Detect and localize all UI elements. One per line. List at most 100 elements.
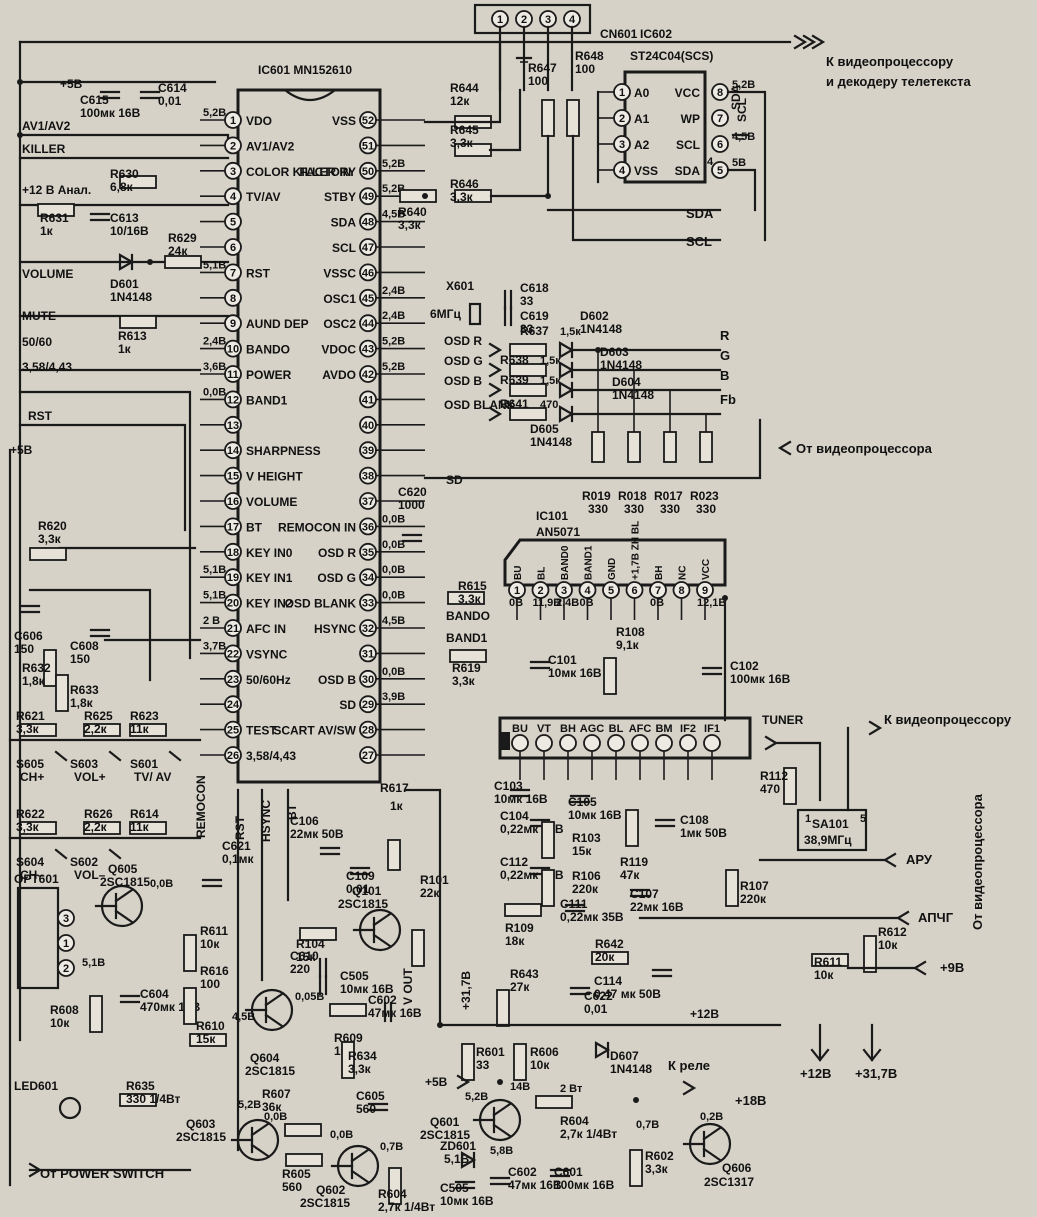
zd601-symbol — [460, 1151, 477, 1169]
killer-label: KILLER — [22, 142, 66, 156]
r102-ref: R617 — [380, 781, 409, 795]
opt601-pin — [57, 934, 75, 952]
apchg-arrow-icon — [895, 910, 910, 926]
q606-symbol — [702, 1147, 722, 1162]
band1-bus-label: BAND1 — [446, 631, 488, 645]
resistor-ref: R622 — [16, 807, 45, 821]
osd-diode-symbol — [558, 361, 575, 379]
ic601-pin-voltage: 5,1В — [203, 564, 226, 576]
resistor-ref: R109 — [505, 921, 534, 935]
ic602-right-pin — [711, 135, 729, 153]
ic602-pin-number: 2 — [619, 113, 625, 125]
capacitor-ref: C606 — [14, 629, 43, 643]
q606-base-voltage: 0,7В — [636, 1119, 659, 1131]
q101-symbol — [372, 933, 392, 948]
ic601-pin-number: 34 — [362, 572, 375, 584]
osd-arrow-icon — [488, 406, 503, 422]
rgb-output-label: G — [720, 348, 730, 363]
relay-label: К реле — [668, 1058, 710, 1073]
capacitor-value: 22мк 16В — [630, 900, 684, 914]
ic601-pin-number: 7 — [230, 267, 236, 279]
resistor-value: 36к — [262, 1100, 282, 1114]
ic602-pin-label: VCC — [675, 86, 701, 100]
cn601-body — [473, 3, 592, 35]
led601-ref: LED601 — [14, 1079, 58, 1093]
ic601-pin-label: VSS — [332, 114, 356, 128]
q101-symbol — [372, 912, 392, 927]
aru-label: АРУ — [906, 852, 933, 867]
ic101-pin-label: BU — [513, 566, 524, 580]
resistor-ref: R647 — [528, 61, 557, 75]
ic601-pin-label: KEY IN1 — [246, 571, 293, 585]
resistor-ref: R630 — [110, 167, 139, 181]
plus5-left-label: +5В — [10, 443, 33, 457]
ic601-pin-label: STBY — [324, 190, 356, 204]
resistor-ref: R642 — [595, 937, 624, 951]
resistor-value: 10к — [814, 968, 834, 982]
tuner-pin-label: AGC — [580, 723, 605, 735]
resistor-R609 — [329, 1003, 367, 1017]
rgb-load-resistor — [663, 431, 677, 463]
rgb-load-resistor — [627, 431, 641, 463]
ic601-pin-number: 48 — [362, 217, 374, 229]
ic101-pin-voltage: 0В — [580, 597, 594, 609]
resistor-value: 220к — [572, 882, 599, 896]
ic601-pin-number: 47 — [362, 242, 374, 254]
resistor-ref: R614 — [130, 807, 159, 821]
capacitor-ref: C108 — [680, 813, 709, 827]
resistor-ref: R633 — [70, 683, 99, 697]
plus31-fork-icon — [862, 1048, 882, 1062]
plus5-power-label: +5В — [425, 1075, 448, 1089]
q601-ref: Q601 — [430, 1115, 460, 1129]
osd-resistor — [509, 407, 547, 421]
resistor-ref: R119 — [620, 855, 648, 869]
junction-dot — [437, 1022, 443, 1028]
ic602-scl-wire — [726, 90, 767, 242]
ic101-pin-voltage: 0В — [509, 597, 523, 609]
resistor-R107 — [725, 869, 739, 907]
ic602-pin-voltage: 4,5В — [732, 131, 755, 143]
d604-ref: D604 — [612, 375, 641, 389]
tuner-pin-label: VT — [537, 723, 551, 735]
ic601-pin-number: 18 — [227, 547, 239, 559]
ic601-pin-number: 11 — [227, 369, 239, 381]
q101-value: 2SC1815 — [338, 897, 388, 911]
ic601-pin-label: BAND1 — [246, 393, 288, 407]
ic601-pin-number: 31 — [362, 648, 374, 660]
q602-symbol — [350, 1169, 370, 1184]
sa101-pin5: 5 — [860, 813, 866, 825]
ic601-pin-number: 32 — [362, 623, 374, 635]
tuner-pin-label: BL — [609, 723, 624, 735]
from-vp-vertical-label: От видеопроцессора — [970, 793, 985, 930]
ic101-pin-number: 8 — [678, 585, 684, 597]
osd-arrow-icon — [488, 342, 503, 358]
q605-emitter-voltage: 5,1В — [82, 957, 105, 969]
opt601-pin-number: 2 — [63, 963, 69, 975]
resistor-ref: R611 — [814, 955, 842, 969]
resistor-ref: R601 — [476, 1045, 505, 1059]
ic601-pin-number: 17 — [227, 521, 239, 533]
resistor-ref: R634 — [348, 1049, 377, 1063]
resistor-R614 — [129, 821, 167, 835]
d603-value: 1N4148 — [600, 358, 642, 372]
resistor-ref: R631 — [40, 211, 69, 225]
resistor-ref: R648 — [575, 49, 604, 63]
q603-base-voltage: 0,0В — [264, 1111, 287, 1123]
key-switch-ref: S604 — [16, 855, 44, 869]
resistor-R606 — [513, 1043, 527, 1081]
ic601-pin-number: 23 — [227, 674, 239, 686]
capacitor-value: 10/16В — [110, 224, 149, 238]
ic601-pin-number: 10 — [227, 344, 239, 356]
ic601-pin-number: 5 — [230, 217, 236, 229]
r604-ref: R604 — [560, 1114, 589, 1128]
ic101-pin-label: BL — [537, 567, 548, 580]
capacitor-ref: C621 — [222, 839, 251, 853]
ic601-pin-label: OSD BLANK — [285, 597, 357, 611]
ic601-pin-label: TV/AV — [246, 190, 280, 204]
ic101-pin-number: 4 — [584, 585, 591, 597]
tuner-pin-label: IF1 — [704, 723, 720, 735]
r638-ref: R638 — [500, 353, 529, 367]
ic601-pin-label: COLOR KILLER IN — [246, 165, 351, 179]
rgb-resistor-value: 330 — [588, 502, 608, 516]
ic601-pin-number: 1 — [230, 115, 236, 127]
